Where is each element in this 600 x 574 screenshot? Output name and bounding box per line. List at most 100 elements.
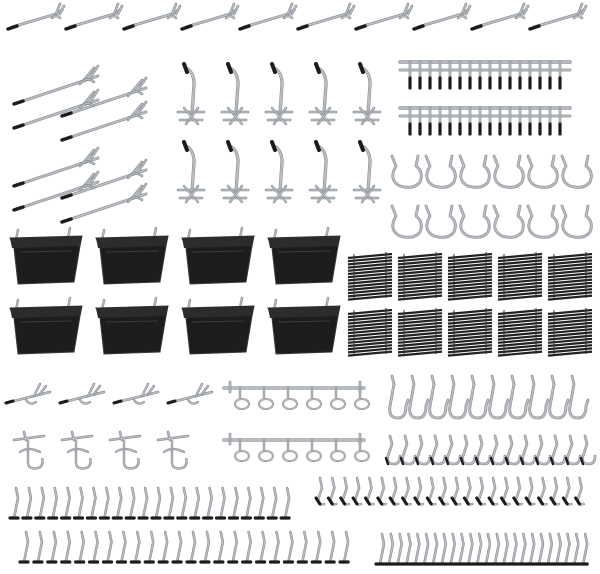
double-prong-hook <box>60 182 148 224</box>
short-hook <box>115 530 128 564</box>
small-twin-hook <box>166 382 214 405</box>
long-straight-hook <box>180 2 240 31</box>
short-hook <box>351 476 363 506</box>
upright-j-hook <box>264 62 294 126</box>
short-hook <box>74 530 86 564</box>
short-hook <box>489 532 501 566</box>
small-curved-hook <box>399 434 417 466</box>
short-hook <box>392 532 404 566</box>
loop-hook <box>390 204 423 239</box>
short-hook <box>111 486 123 520</box>
short-hook <box>47 486 59 520</box>
short-hook <box>471 532 483 566</box>
short-hook <box>388 476 400 506</box>
loop-hook <box>560 204 593 239</box>
loop-hook <box>560 154 593 189</box>
short-hook <box>413 476 425 506</box>
locking-clip-stack <box>547 308 593 357</box>
short-hook <box>279 486 291 520</box>
ring-holder-strips <box>222 380 370 462</box>
short-hook <box>475 476 486 506</box>
short-hook <box>185 530 197 564</box>
short-hook <box>253 486 265 520</box>
curved-j-hook <box>468 374 490 420</box>
double-prong-hook <box>60 76 148 118</box>
upright-j-hook <box>308 62 338 126</box>
curved-j-hook <box>568 374 590 420</box>
small-curved-hook <box>549 434 567 466</box>
short-hook <box>409 532 421 566</box>
double-prong-hooks-bottom <box>12 146 148 224</box>
short-hook <box>227 486 240 520</box>
multi-prong-strips <box>398 60 572 136</box>
short-hook <box>60 486 72 520</box>
ring-holder-strip <box>222 380 370 410</box>
short-hooks-row-3 <box>374 532 589 566</box>
short-hook <box>266 486 278 520</box>
short-hook <box>499 476 511 506</box>
upright-j-hook <box>176 62 206 126</box>
tool-holder-clip <box>108 430 142 470</box>
multi-prong-strip <box>398 60 572 90</box>
short-hook <box>241 530 253 564</box>
small-curved-hook <box>489 434 507 466</box>
short-hook <box>515 532 527 566</box>
short-hook <box>163 486 175 520</box>
short-hook <box>561 476 573 506</box>
long-straight-hook <box>470 2 530 31</box>
small-curved-hook <box>474 434 492 466</box>
short-hook <box>46 530 58 564</box>
small-curved-hook <box>444 434 462 466</box>
small-twin-hook <box>112 382 160 405</box>
long-straight-hook <box>238 2 298 31</box>
loop-hooks-row-2 <box>390 204 593 239</box>
short-hook <box>338 530 350 564</box>
small-curved-hook <box>414 434 432 466</box>
short-hook <box>21 486 33 520</box>
small-twin-hook <box>58 382 106 405</box>
double-prong-hook <box>12 88 100 130</box>
upright-j-hook <box>220 140 250 204</box>
short-hook <box>137 486 149 520</box>
long-straight-hook <box>412 2 472 31</box>
locking-clip-stack <box>497 252 543 301</box>
double-prong-hook <box>60 158 148 200</box>
small-curved-hook <box>519 434 537 466</box>
small-twin-hook <box>4 382 52 405</box>
long-straight-hook <box>64 2 124 31</box>
short-hook <box>18 530 30 564</box>
short-hook <box>427 532 439 566</box>
curved-j-hook <box>428 374 450 420</box>
short-hook <box>453 532 466 566</box>
short-hook <box>559 532 572 566</box>
loop-hook <box>424 204 457 239</box>
short-hook <box>506 532 519 566</box>
tool-holder-clip <box>156 430 190 470</box>
double-prong-hook <box>12 170 100 212</box>
short-hook <box>374 532 386 566</box>
upright-j-hook <box>264 140 294 204</box>
short-hook <box>124 486 136 520</box>
short-hook <box>480 532 492 566</box>
short-hook <box>524 532 536 566</box>
locking-clip-stack <box>447 308 493 357</box>
long-straight-hook <box>296 2 356 31</box>
short-hook <box>400 532 413 566</box>
short-hook <box>551 532 563 566</box>
upright-j-hook <box>220 62 250 126</box>
loop-hook <box>458 154 491 189</box>
tool-holder-clips <box>12 430 190 470</box>
storage-bin <box>181 226 255 285</box>
locking-clip-stack <box>397 308 443 357</box>
loop-hook <box>390 154 423 189</box>
curved-j-hooks-large <box>388 374 590 420</box>
short-hook <box>425 476 437 506</box>
small-curved-hook <box>429 434 447 466</box>
short-hook <box>150 486 162 520</box>
short-hook <box>32 530 44 564</box>
multi-prong-strip <box>398 106 572 136</box>
short-hook <box>296 530 308 564</box>
curved-j-hook <box>548 374 570 420</box>
short-hooks-row-2 <box>18 530 350 564</box>
storage-bin <box>95 296 169 355</box>
